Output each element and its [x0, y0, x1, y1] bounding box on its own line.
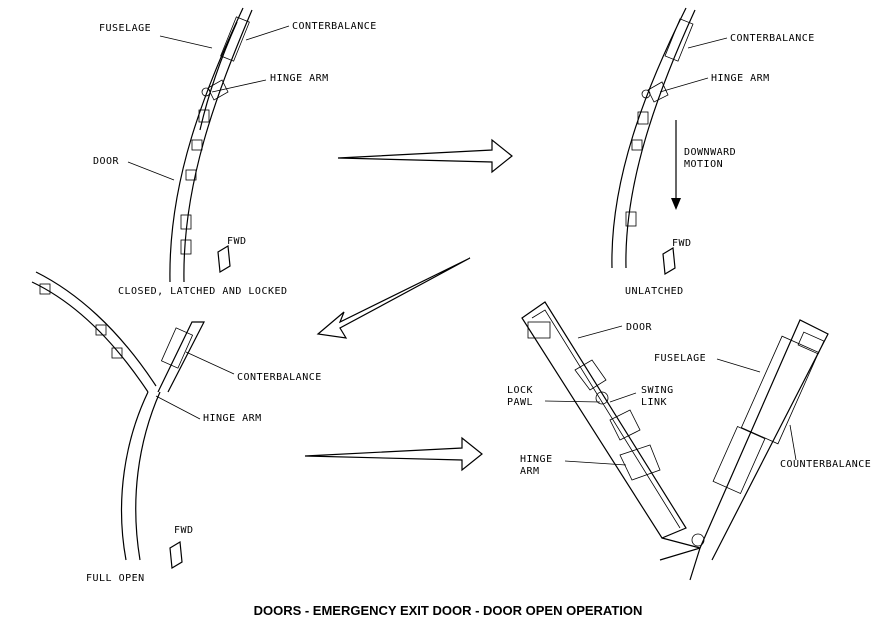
label-link: LINK — [641, 397, 667, 408]
state-label: CLOSED, LATCHED AND LOCKED — [118, 286, 288, 297]
label-motion: MOTION — [684, 159, 723, 170]
panel-detail: DOOR FUSELAGE LOCK PAWL SWING LINK HINGE… — [507, 301, 871, 581]
label-counterbalance-3: CONTERBALANCE — [237, 372, 322, 383]
label-pawl: PAWL — [507, 397, 533, 408]
arrow-unlatched-to-open — [316, 257, 471, 339]
panel-unlatched: CONTERBALANCE HINGE ARM DOWNWARD MOTION … — [611, 7, 815, 297]
label-downward: DOWNWARD — [684, 147, 736, 158]
label-hinge-arm-3: HINGE ARM — [203, 413, 262, 424]
arrow-closed-to-unlatched — [337, 138, 513, 174]
figure-caption: DOORS - EMERGENCY EXIT DOOR - DOOR OPEN … — [253, 603, 643, 618]
label-fwd: FWD — [227, 236, 247, 247]
label-fwd-2: FWD — [672, 238, 692, 249]
label-fuselage-4: FUSELAGE — [654, 353, 706, 364]
label-door: DOOR — [93, 156, 120, 167]
state-label-2: UNLATCHED — [625, 286, 684, 297]
label-fuselage: FUSELAGE — [99, 23, 151, 34]
label-hinge-arm-2: HINGE ARM — [711, 73, 770, 84]
state-label-3: FULL OPEN — [86, 573, 145, 584]
panel-closed: FUSELAGE CONTERBALANCE HINGE ARM DOOR FW… — [93, 7, 377, 297]
label-counterbalance-2: CONTERBALANCE — [730, 33, 815, 44]
label-swing: SWING — [641, 385, 674, 396]
panel-full-open: CONTERBALANCE HINGE ARM FWD FULL OPEN — [31, 271, 322, 584]
label-counterbalance-4: COUNTERBALANCE — [780, 459, 871, 470]
label-hinge: HINGE — [520, 454, 553, 465]
label-hinge-arm: HINGE ARM — [270, 73, 329, 84]
label-lock: LOCK — [507, 385, 533, 396]
arrow-open-to-detail — [304, 436, 483, 472]
label-fwd-3: FWD — [174, 525, 194, 536]
label-counterbalance: CONTERBALANCE — [292, 21, 377, 32]
label-door-4: DOOR — [626, 322, 653, 333]
label-arm: ARM — [520, 466, 540, 477]
